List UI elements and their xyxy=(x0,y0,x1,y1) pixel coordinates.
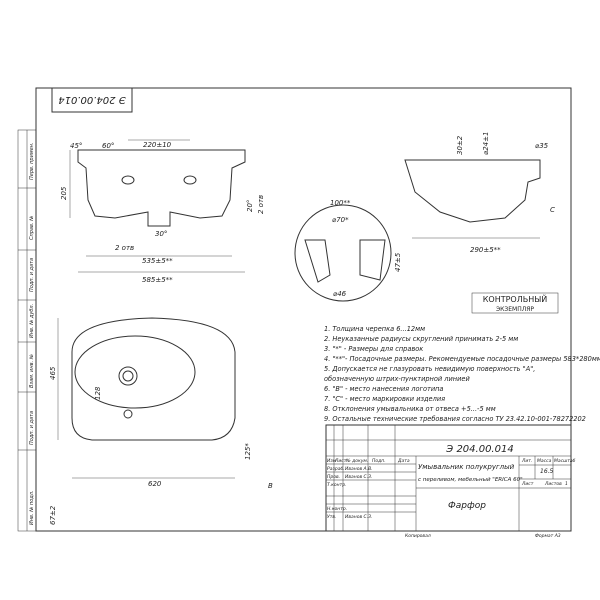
control-stamp xyxy=(471,292,559,314)
note: 2. Неуказанные радиусы скруглений приним… xyxy=(324,335,518,343)
tb-name: с переливом, мебельный "ERICA 60" xyxy=(418,477,523,483)
note: 9. Остальные технические требования согл… xyxy=(324,415,586,423)
dim: 220±10 xyxy=(143,141,172,149)
tb-copied: Копировал xyxy=(405,533,431,539)
dim: 45° xyxy=(70,142,82,150)
dim: ⌀70* xyxy=(332,216,349,224)
dim: 465 xyxy=(49,366,57,380)
tb-person: Иванов А.В. xyxy=(345,466,373,472)
tb-header: Изм xyxy=(327,458,337,464)
stamp-line: КОНТРОЛЬНЫЙ xyxy=(483,293,548,304)
tb-header: № докум. xyxy=(345,458,368,464)
tb-material: Фарфор xyxy=(448,501,486,511)
tb-header: Лист xyxy=(334,458,347,464)
dim: ⌀24±1 xyxy=(482,132,490,155)
dim: ⌀35 xyxy=(535,142,549,150)
tb-role: Утв. xyxy=(327,514,336,520)
tb-person: Иванов С.З. xyxy=(345,474,372,480)
document-code: Э 204.00.014 xyxy=(445,444,513,455)
dim: 2 отв xyxy=(115,244,134,252)
front-view: 45° 60° 220±10 205 20° 2 отв 30° 2 отв 5… xyxy=(60,139,265,284)
note: 6. "В" - место нанесения логотипа xyxy=(324,385,443,393)
tb-name: Умывальник полукруглый xyxy=(418,463,515,471)
dim: B xyxy=(268,482,273,490)
tb-sheets-label: Листов xyxy=(544,481,562,487)
stamp-line: ЭКЗЕМПЛЯР xyxy=(496,306,534,313)
dim: 100** xyxy=(330,199,351,207)
dim: 30° xyxy=(155,230,167,238)
tb-scale-label: Масштаб xyxy=(554,458,576,464)
side-label: Инв. № дубл. xyxy=(29,304,35,338)
detail-section: 100** ⌀70* 47±5 ⌀46 xyxy=(294,199,402,302)
dim: ⌀46 xyxy=(333,290,347,298)
tb-header: Подп. xyxy=(372,458,386,464)
dim: 60° xyxy=(102,142,114,150)
side-label: Подп. и дата xyxy=(29,411,35,445)
dim: 585±5** xyxy=(142,276,173,284)
tb-mass-label: Масса xyxy=(537,458,552,464)
tb-format: Формат А3 xyxy=(535,533,561,539)
tb-sheets: 1 xyxy=(565,481,568,487)
tb-lit-label: Лит. xyxy=(521,458,532,464)
dim: 205 xyxy=(60,186,68,200)
tb-header: Дата xyxy=(397,458,410,464)
tb-role: Разраб. xyxy=(327,466,345,472)
dim: 128 xyxy=(94,386,102,400)
title-block: Э 204.00.014 Изм Лист № докум. Подп. Дат… xyxy=(325,424,576,539)
note: обозначенную штрих-пунктирной линией xyxy=(324,375,470,383)
note: 8. Отклонения умывальника от отвеса +5..… xyxy=(324,405,496,413)
note: 5. Допускается не глазуровать невидимую … xyxy=(324,365,535,373)
note: 4. "**"- Посадочные размеры. Рекомендуем… xyxy=(324,355,600,363)
technical-notes: 1. Толщина черепка 6...12мм 2. Неуказанн… xyxy=(324,325,600,423)
dim: 535±5** xyxy=(142,257,173,265)
dim: 67±2 xyxy=(49,505,57,525)
note: 7. "С" - место маркировки изделия xyxy=(324,395,445,403)
dim: 30±2 xyxy=(456,135,464,155)
dim: C xyxy=(550,206,555,214)
dim: 2 отв xyxy=(257,195,265,214)
note: 3. "*" - Размеры для справок xyxy=(324,345,423,353)
dim: 20° xyxy=(246,200,254,212)
tb-role: Пров. xyxy=(327,474,340,480)
side-label: Подп. и дата xyxy=(29,258,35,292)
top-code-box xyxy=(51,87,133,113)
tb-mass: 16.5 xyxy=(540,468,554,475)
dim: 290±5** xyxy=(470,246,501,254)
side-label: Взам. инв. № xyxy=(29,354,35,388)
side-label: Справ. № xyxy=(29,216,35,240)
dim: 620 xyxy=(148,480,162,488)
side-label: Инв. № подл. xyxy=(29,491,35,526)
tb-role: Т.контр. xyxy=(327,482,347,488)
dim: 125* xyxy=(244,443,252,460)
tb-role: Н.контр. xyxy=(327,506,347,512)
dim: 47±5 xyxy=(394,252,402,272)
side-section: 30±2 ⌀24±1 ⌀35 290±5** C xyxy=(404,132,555,254)
note: 1. Толщина черепка 6...12мм xyxy=(324,325,425,333)
side-label: Перв. примен. xyxy=(29,142,35,180)
top-view: 465 128 125* 67±2 620 B xyxy=(49,317,273,525)
top-code: Э 204.00.014 xyxy=(58,94,126,105)
tb-sheet-label: Лист xyxy=(521,481,534,487)
tb-person: Иванов С.З. xyxy=(345,514,372,520)
